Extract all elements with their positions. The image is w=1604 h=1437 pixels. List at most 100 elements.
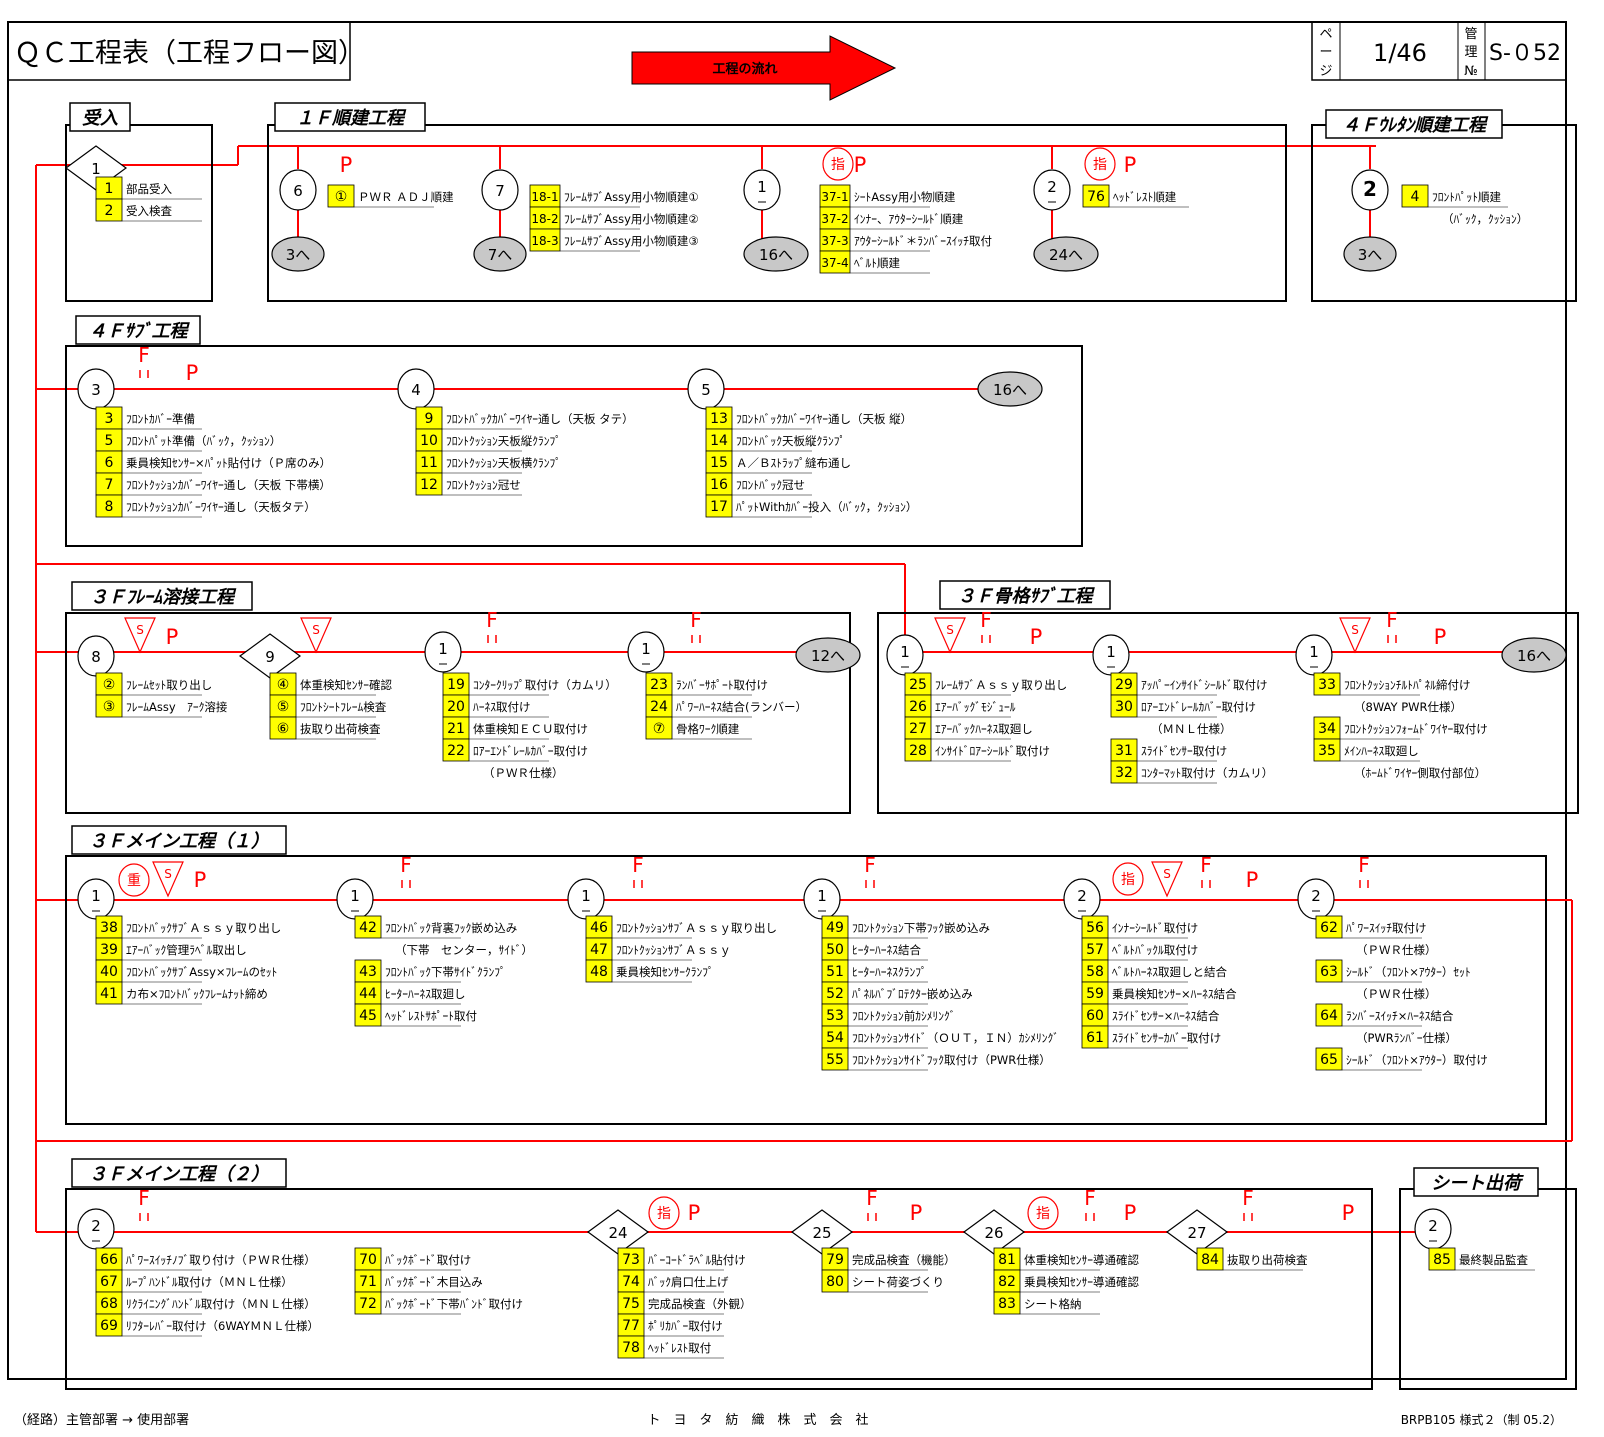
step-row: （8WAY PWR仕様） [1354,700,1462,714]
footer-form-number: BRPB105 様式２（制 05.2） [1401,1413,1562,1427]
node-label: 1 [438,640,448,658]
process-box-title: 受入 [82,108,118,129]
check-mark-f: F [632,853,644,877]
step-description: ﾌﾛﾝﾄﾊﾞｯｸｶﾊﾞｰﾜｲﾔｰ通し（天板 縦） [736,412,912,426]
step-description: ﾊﾞｯｸ肩口仕上げ [648,1275,729,1289]
check-mark-circle: 指 [1121,872,1135,888]
step-number-cell [1428,1247,1456,1271]
page-number: 1/46 [1373,39,1427,67]
step-description: 体重検知ＥＣＵ取付け [473,722,588,736]
node-label: 2 [1311,887,1321,905]
node-label: 7 [495,182,505,200]
step-number: ⑦ [653,721,666,737]
process-node-n-m1d: 1 [803,878,841,920]
step-description: 受入検査 [126,204,172,218]
process-node-n-sh2: 2 [1414,1208,1452,1250]
mark-f14: F [1242,1186,1254,1221]
step-description: 最終製品監査 [1459,1253,1528,1267]
mark-f7: F [632,853,644,888]
connector-t-16a: 16へ [743,236,809,272]
process-box-label-frame [75,315,201,345]
mark-f13: F [1084,1186,1096,1221]
process-node-n-r2: 2 [77,1208,115,1250]
step-description: ﾌﾛﾝﾄﾊﾟｯﾄ順建 [1432,190,1501,204]
step-description: ﾊﾟﾜｰｽｲｯﾁﾉﾌﾞ取り付け（ＰＷＲ仕様） [126,1253,316,1267]
process-node-n-w1a: 1 [424,631,462,673]
check-mark-f: F [1358,853,1370,877]
step-number: 57 [1086,942,1104,958]
process-box-title: シート出荷 [1431,1173,1524,1194]
flow-direction-arrow-icon: 工程の流れ [631,35,897,101]
step-number-cell [819,250,851,274]
step-description: ﾌﾛﾝﾄｸｯｼｮﾝｶﾊﾞｰﾜｲﾔｰ通し（天板 下帯横） [126,478,331,492]
step-number: 19 [447,677,465,693]
step-description: ﾌﾚｰﾑｻﾌﾞAssy用小物順建③ [564,234,699,248]
page-label-3: ジ [1319,64,1332,79]
step-description: ﾌﾛﾝﾄｸｯｼｮﾝｻﾌﾞＡｓｓｙ取り出し [616,921,777,935]
node-label: 5 [701,381,711,399]
step-row: 13 ﾌﾛﾝﾄﾊﾞｯｸｶﾊﾞｰﾜｲﾔｰ通し（天板 縦） [705,406,912,430]
step-description: ﾍﾞﾙﾄﾊﾞｯｸﾙ取付け [1112,943,1198,957]
step-description: ﾎﾟﾘｶﾊﾞｰ取付け [648,1319,723,1333]
step-number-cell [1196,1247,1224,1271]
step-number: 75 [622,1296,640,1312]
node-label: 2 [1428,1217,1438,1235]
process-node-n-k1a: 1 [886,634,924,676]
step-number: 84 [1201,1252,1219,1268]
step-description: ﾋｰﾀｰﾊｰﾈｽ取廻し [385,987,466,1001]
step-description: ﾗﾝﾊﾞｰｻﾎﾟｰﾄ取付け [676,678,768,692]
connector-label: 12へ [811,647,845,665]
step-number: 13 [710,411,728,427]
step-number: 51 [826,964,844,980]
step-number-cell [1110,694,1138,718]
process-box-label-frame [274,102,426,132]
step-number: 58 [1086,964,1104,980]
step-description: （下帯 センター，ｻｲﾄﾞ） [395,943,533,957]
step-number: 67 [100,1274,118,1290]
step-number: 18-3 [531,234,558,248]
step-description: （ＰＷＲ仕様） [1356,987,1437,1001]
step-description: 完成品検査（機能） [852,1253,956,1267]
step-number-cell [1315,1003,1343,1027]
step-description: ﾌﾛﾝﾄﾊﾞｯｸｻﾌﾞＡｓｓｙ取り出し [126,921,281,935]
step-number: 65 [1320,1052,1338,1068]
step-number-cell [95,981,123,1005]
step-description: ﾍｯﾄﾞﾚｽﾄｻﾎﾟｰﾄ取付 [385,1009,477,1023]
step-number: ① [335,189,348,205]
mark-f12: F [866,1186,878,1221]
process-node-n-m1c: 1 [567,878,605,920]
mark-s4: S [1339,617,1371,654]
step-description: ｴｱｰﾊﾞｯｸﾊｰﾈｽ取廻し [935,722,1033,736]
step-number: 73 [622,1252,640,1268]
check-mark-circle: 重 [127,873,141,889]
step-number: 43 [359,964,377,980]
